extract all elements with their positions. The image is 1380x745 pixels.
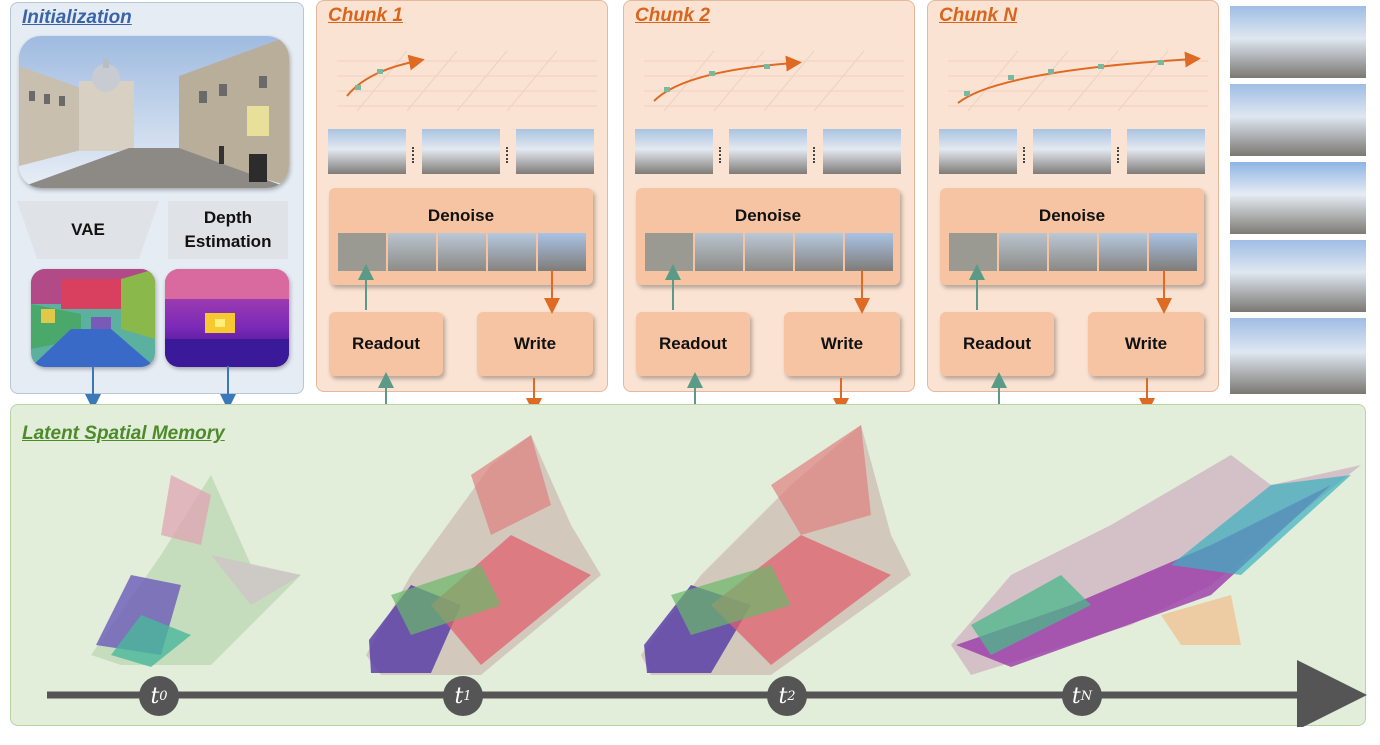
clean-frame [845, 233, 893, 271]
readout-block: Readout [940, 312, 1054, 376]
ellipsis [1023, 147, 1027, 163]
depth-map-image [165, 269, 289, 367]
trajectory-plot [644, 50, 904, 112]
timestep-sub: 1 [463, 688, 472, 704]
denoise-label: Denoise [734, 206, 802, 225]
point-cloud-t0 [91, 475, 301, 667]
denoise-block: Denoise [636, 188, 900, 285]
denoise-block: Denoise [940, 188, 1204, 285]
output-frame [1230, 84, 1366, 156]
keyframe [823, 129, 901, 174]
keyframe [1127, 129, 1205, 174]
noisy-frame [388, 233, 436, 271]
ellipsis [719, 147, 723, 163]
noisy-frame [745, 233, 793, 271]
keyframe [939, 129, 1017, 174]
chunk-title: Chunk N [939, 5, 1018, 26]
noisy-frame [438, 233, 486, 271]
output-frame [1230, 162, 1366, 234]
ellipsis [813, 147, 817, 163]
latent-map-image [31, 269, 155, 367]
initialization-panel: Initialization VAE [10, 2, 304, 394]
noisy-frame [999, 233, 1047, 271]
clean-frame [795, 233, 843, 271]
keyframe [328, 129, 406, 174]
point-cloud-tN [951, 455, 1361, 675]
latent-memory-panel: Latent Spatial Memory [10, 404, 1367, 727]
timestep-base: t [778, 683, 788, 709]
point-cloud-t1 [366, 435, 601, 675]
write-block: Write [477, 312, 593, 376]
clean-frame [1099, 233, 1147, 271]
chunk-title: Chunk 1 [328, 5, 403, 26]
write-block: Write [784, 312, 900, 376]
point-cloud-t2 [641, 425, 911, 675]
clean-frame [1149, 233, 1197, 271]
keyframe-strip [939, 129, 1205, 174]
vae-block: VAE [17, 201, 159, 259]
output-frame [1230, 318, 1366, 394]
keyframe [422, 129, 500, 174]
timestep-sub: 2 [787, 688, 796, 704]
memory-title: Latent Spatial Memory [22, 423, 225, 444]
ellipsis [1117, 147, 1121, 163]
readout-block: Readout [636, 312, 750, 376]
depth-estimation-block: Depth Estimation [168, 201, 288, 259]
keyframe [729, 129, 807, 174]
depth-label-line1: Depth [203, 208, 253, 227]
keyframe-strip [328, 129, 594, 174]
keyframe [635, 129, 713, 174]
keyframe [1033, 129, 1111, 174]
timestep-base: t [150, 683, 160, 709]
readout-block: Readout [329, 312, 443, 376]
clean-frame [488, 233, 536, 271]
trajectory-plot [948, 50, 1208, 112]
ellipsis [506, 147, 510, 163]
output-frame [1230, 240, 1366, 312]
chunk-title: Chunk 2 [635, 5, 710, 26]
denoise-label: Denoise [1038, 206, 1106, 225]
noisy-frame [695, 233, 743, 271]
chunk-panel-2: Chunk 2 Denoise Readout Write [623, 0, 915, 392]
point-clouds [91, 425, 1361, 675]
timestep-base: t [1071, 683, 1081, 709]
chunk-panel-n: Chunk N Denoise Readout Write [927, 0, 1219, 392]
trajectory-plot [337, 50, 597, 112]
timestep-base: t [454, 683, 464, 709]
write-block: Write [1088, 312, 1204, 376]
keyframe [516, 129, 594, 174]
output-frame [1230, 6, 1366, 78]
vae-label: VAE [71, 220, 105, 239]
clean-frame [538, 233, 586, 271]
chunk-panel-1: Chunk 1 Denoise Readout Write [316, 0, 608, 392]
timestep-sub: 0 [159, 688, 168, 704]
initialization-title: Initialization [22, 7, 132, 28]
ellipsis [412, 147, 416, 163]
input-image [19, 36, 289, 188]
output-frames [1230, 6, 1366, 396]
noisy-frame [1049, 233, 1097, 271]
timeline [47, 660, 1367, 727]
keyframe-strip [635, 129, 901, 174]
timestep-sub: N [1080, 688, 1093, 704]
denoise-frames [645, 233, 893, 271]
depth-label-line2: Estimation [184, 232, 272, 251]
denoise-label: Denoise [427, 206, 495, 225]
